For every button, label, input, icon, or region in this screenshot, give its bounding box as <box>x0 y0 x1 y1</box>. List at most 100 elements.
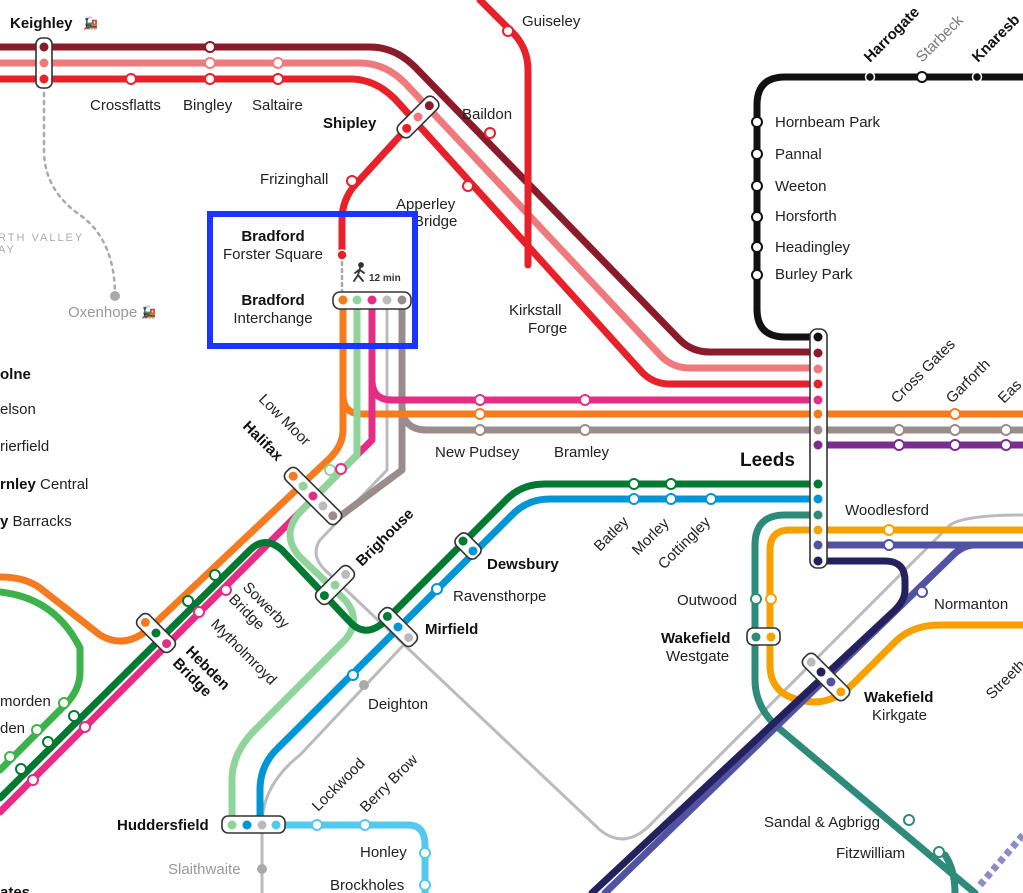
label-apperley-bridge[interactable]: Bridge <box>414 213 457 230</box>
line-red-guiseley[interactable] <box>476 0 532 269</box>
interchange-halifax[interactable] <box>282 465 344 527</box>
label-burley-park[interactable]: Burley Park <box>775 266 853 283</box>
label-saltaire[interactable]: Saltaire <box>252 97 303 114</box>
interchange-shipley[interactable] <box>395 94 442 141</box>
label-shipley[interactable]: Shipley <box>323 115 377 132</box>
interchange-hebden-bridge[interactable] <box>134 611 178 655</box>
label-pannal[interactable]: Pannal <box>775 146 822 163</box>
label-brockholes[interactable]: Brockholes <box>330 877 404 893</box>
label-starbeck[interactable]: Starbeck <box>913 12 967 66</box>
label-brighouse[interactable]: Brighouse <box>353 505 417 569</box>
label-colne[interactable]: olne <box>0 366 31 383</box>
label-westgate[interactable]: Westgate <box>666 648 729 665</box>
line-airedale[interactable] <box>0 43 819 356</box>
label-normanton[interactable]: Normanton <box>934 596 1008 613</box>
steam-train-icon: 🚂 <box>141 305 156 319</box>
label-new-pudsey[interactable]: New Pudsey <box>435 444 520 461</box>
label-batley[interactable]: Batley <box>591 513 633 555</box>
line-dark-green[interactable] <box>0 480 819 802</box>
label-apperley[interactable]: Apperley <box>396 196 456 213</box>
label-barracks: Barracks <box>13 513 72 530</box>
label-kirkstall-forge[interactable]: Forge <box>528 320 567 337</box>
label-huddersfield[interactable]: Huddersfield <box>117 817 209 834</box>
label-hornbeam-park[interactable]: Hornbeam Park <box>775 114 881 131</box>
heritage-line <box>42 83 117 298</box>
line-teal[interactable] <box>751 511 979 893</box>
label-deighton[interactable]: Deighton <box>368 696 428 713</box>
label-wakefield-kirkgate-bold[interactable]: Wakefield <box>864 689 933 706</box>
label-dewsbury[interactable]: Dewsbury <box>487 556 559 573</box>
label-kirkgate[interactable]: Kirkgate <box>872 707 927 724</box>
label-east[interactable]: Eas <box>995 377 1023 407</box>
label-honley[interactable]: Honley <box>360 844 407 861</box>
station-markers <box>4 25 1012 891</box>
line-indigo[interactable] <box>601 541 1023 893</box>
interchange-bradford-interchange[interactable] <box>332 291 412 310</box>
interchange-mirfield[interactable] <box>376 605 420 649</box>
interchange-keighley[interactable] <box>35 37 53 89</box>
line-black[interactable] <box>753 73 1023 341</box>
label-bradford-fs-bold[interactable]: Bradford <box>241 228 304 245</box>
label-forster-square[interactable]: Forster Square <box>223 246 323 263</box>
label-bradford-int-bold[interactable]: Bradford <box>241 292 304 309</box>
label-heritage-railway: RTH VALLEY <box>0 232 84 244</box>
label-central: Central <box>40 476 88 493</box>
interchange-wakefield-kirkgate[interactable] <box>800 651 852 703</box>
label-todmorden[interactable]: morden <box>0 693 51 710</box>
label-leeds[interactable]: Leeds <box>740 450 795 471</box>
label-bottom-left[interactable]: ates <box>0 884 30 893</box>
label-heritage-railway-2: AY <box>0 244 16 256</box>
line-green[interactable] <box>0 588 84 774</box>
line-navy[interactable] <box>588 557 909 893</box>
label-berry-brow[interactable]: Berry Brow <box>357 751 422 816</box>
walk-time: 12 min <box>369 273 401 284</box>
line-amber[interactable] <box>766 526 1023 706</box>
line-orange[interactable] <box>0 296 1023 645</box>
label-frizinghall[interactable]: Frizinghall <box>260 171 328 188</box>
interchange-dewsbury[interactable] <box>452 530 483 561</box>
line-light-green[interactable] <box>228 296 361 829</box>
label-crossflatts[interactable]: Crossflatts <box>90 97 161 114</box>
label-streethouse[interactable]: Streeth <box>983 657 1023 703</box>
label-keighley[interactable]: Keighley <box>10 15 73 32</box>
label-bramley[interactable]: Bramley <box>554 444 610 461</box>
label-ravensthorpe[interactable]: Ravensthorpe <box>453 588 546 605</box>
interchange-wakefield-westgate[interactable] <box>746 627 781 646</box>
label-guiseley[interactable]: Guiseley <box>522 13 581 30</box>
label-walsden[interactable]: den <box>0 720 25 737</box>
label-bingley[interactable]: Bingley <box>183 97 233 114</box>
interchange-huddersfield[interactable] <box>221 815 286 834</box>
label-fitzwilliam[interactable]: Fitzwilliam <box>836 845 905 862</box>
label-sandal-agbrigg[interactable]: Sandal & Agbrigg <box>764 814 880 831</box>
label-burnley: rnley <box>0 476 37 493</box>
highlight-box <box>207 211 418 349</box>
label-weeton[interactable]: Weeton <box>775 178 826 195</box>
label-outwood[interactable]: Outwood <box>677 592 737 609</box>
line-sky-blue[interactable] <box>281 821 429 893</box>
steam-train-icon: 🚂 <box>83 16 98 30</box>
label-kirkstall[interactable]: Kirkstall <box>509 302 562 319</box>
label-garforth[interactable]: Garforth <box>943 356 994 407</box>
label-brierfield[interactable]: rierfield <box>0 438 49 455</box>
line-greybrown[interactable] <box>331 296 1023 524</box>
label-oxenhope[interactable]: Oxenhope <box>68 304 137 321</box>
line-magenta[interactable] <box>0 296 819 816</box>
interchange-leeds[interactable] <box>809 328 828 569</box>
label-mirfield[interactable]: Mirfield <box>425 621 478 638</box>
label-baildon[interactable]: Baildon <box>462 106 512 123</box>
label-nelson[interactable]: elson <box>0 401 36 418</box>
label-woodlesford[interactable]: Woodlesford <box>845 502 929 519</box>
label-headingley[interactable]: Headingley <box>775 239 851 256</box>
line-wharfedale[interactable] <box>0 59 819 372</box>
interchange-brighouse[interactable] <box>313 563 357 607</box>
label-harrogate[interactable]: Harrogate <box>861 4 923 66</box>
line-red[interactable] <box>0 75 819 388</box>
line-light-grey[interactable] <box>314 298 1023 841</box>
label-knaresborough[interactable]: Knaresb <box>969 11 1023 65</box>
label-burnley-central[interactable]: rnley Central <box>0 476 88 493</box>
label-horsforth[interactable]: Horsforth <box>775 208 837 225</box>
label-burnley-barracks[interactable]: y Barracks <box>0 513 72 530</box>
label-slaithwaite[interactable]: Slaithwaite <box>168 861 241 878</box>
label-interchange[interactable]: Interchange <box>233 310 312 327</box>
label-wakefield-westgate-bold[interactable]: Wakefield <box>661 630 730 647</box>
